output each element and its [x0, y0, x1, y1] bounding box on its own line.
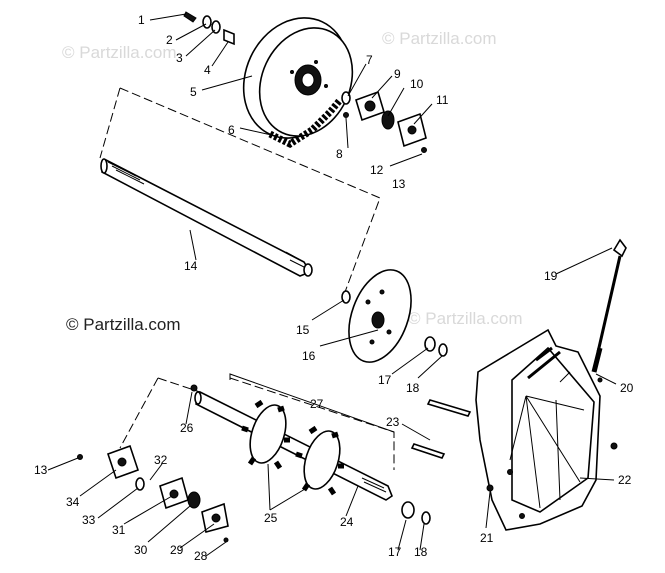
callout-21: 21: [480, 531, 494, 545]
callout-22: 22: [618, 473, 632, 487]
watermark-top-right: © Partzilla.com: [382, 29, 497, 48]
callout-18-bottom: 18: [414, 545, 428, 559]
callout-15: 15: [296, 323, 310, 337]
callout-numbers: 1 2 3 4 5 6 7 8 9 10 11 12 13 14 15 16 1…: [34, 13, 634, 563]
washer-part-2: [202, 15, 212, 29]
washer-part-15: [341, 290, 351, 304]
bolt-part-1: [183, 11, 197, 23]
callout-6: 6: [228, 123, 235, 137]
callout-26: 26: [180, 421, 194, 435]
callout-34: 34: [66, 495, 80, 509]
washer-part-3: [211, 20, 221, 34]
callout-27: 27: [310, 397, 324, 411]
callout-23: 23: [386, 415, 400, 429]
callout-25: 25: [264, 511, 278, 525]
nut-part-13: [421, 147, 427, 153]
washer-part-18-lower: [421, 511, 431, 525]
driven-pulley-assembly: [183, 11, 427, 153]
callout-10: 10: [410, 77, 424, 91]
callout-17-bottom: 17: [388, 545, 402, 559]
sprocket-part-25-right: [295, 425, 344, 496]
brake-disc-part-16: [348, 269, 412, 363]
callout-20: 20: [620, 381, 634, 395]
callout-8: 8: [336, 147, 343, 161]
callout-13-top: 13: [392, 177, 406, 191]
fastener-part-21: [486, 484, 494, 492]
callout-11: 11: [436, 93, 449, 107]
seal-part-33: [135, 477, 145, 491]
washer-part-18: [438, 343, 448, 357]
chaincase-part-22: [475, 328, 618, 531]
callout-9: 9: [394, 67, 401, 81]
alignment-line: [99, 87, 121, 159]
callout-12: 12: [370, 163, 384, 177]
callout-7: 7: [366, 53, 373, 67]
bearing-part-10: [381, 110, 395, 130]
callout-5: 5: [190, 85, 197, 99]
callout-33: 33: [82, 513, 96, 527]
callout-16: 16: [302, 349, 316, 363]
callout-3: 3: [176, 51, 183, 65]
callout-2: 2: [166, 33, 173, 47]
callout-24: 24: [340, 515, 354, 529]
callout-32: 32: [154, 453, 168, 467]
alignment-line: [157, 377, 201, 393]
spacer-part-4: [223, 28, 235, 46]
watermark-top-left: © Partzilla.com: [62, 43, 177, 62]
callout-14: 14: [184, 259, 198, 273]
sprocket-part-25-left: [241, 399, 290, 470]
bearing-part-17-lower: [401, 501, 415, 519]
driven-shaft-part-14: [100, 158, 313, 277]
alignment-line: [119, 87, 381, 293]
callout-1: 1: [138, 13, 145, 27]
bearing-part-17: [424, 336, 436, 352]
pin-part-28: [223, 537, 229, 543]
bearing-part-31: [187, 491, 201, 509]
watermark-middle-right: © Partzilla.com: [408, 309, 523, 328]
callout-28: 28: [194, 549, 208, 563]
watermark-middle-left: © Partzilla.com: [66, 315, 181, 334]
bolt-part-23-lower: [410, 443, 446, 459]
bolt-part-23-upper: [426, 399, 472, 417]
leader-lines: [47, 13, 617, 557]
pin-part-8: [343, 112, 349, 118]
callout-17-top: 17: [378, 373, 392, 387]
callout-29: 29: [170, 543, 184, 557]
callout-13-bottom: 13: [34, 463, 48, 477]
drive-shaft-part-24: [194, 390, 393, 501]
bracket-line-27: [229, 373, 395, 438]
alignment-line: [119, 377, 159, 449]
callout-4: 4: [204, 63, 211, 77]
callout-31: 31: [112, 523, 126, 537]
speedometer-cable-part-19: [591, 238, 627, 373]
callout-19: 19: [544, 269, 558, 283]
plug-part-26: [190, 384, 198, 392]
nut-part-13-lower: [77, 454, 83, 460]
callout-18-top: 18: [406, 381, 420, 395]
callout-30: 30: [134, 543, 148, 557]
